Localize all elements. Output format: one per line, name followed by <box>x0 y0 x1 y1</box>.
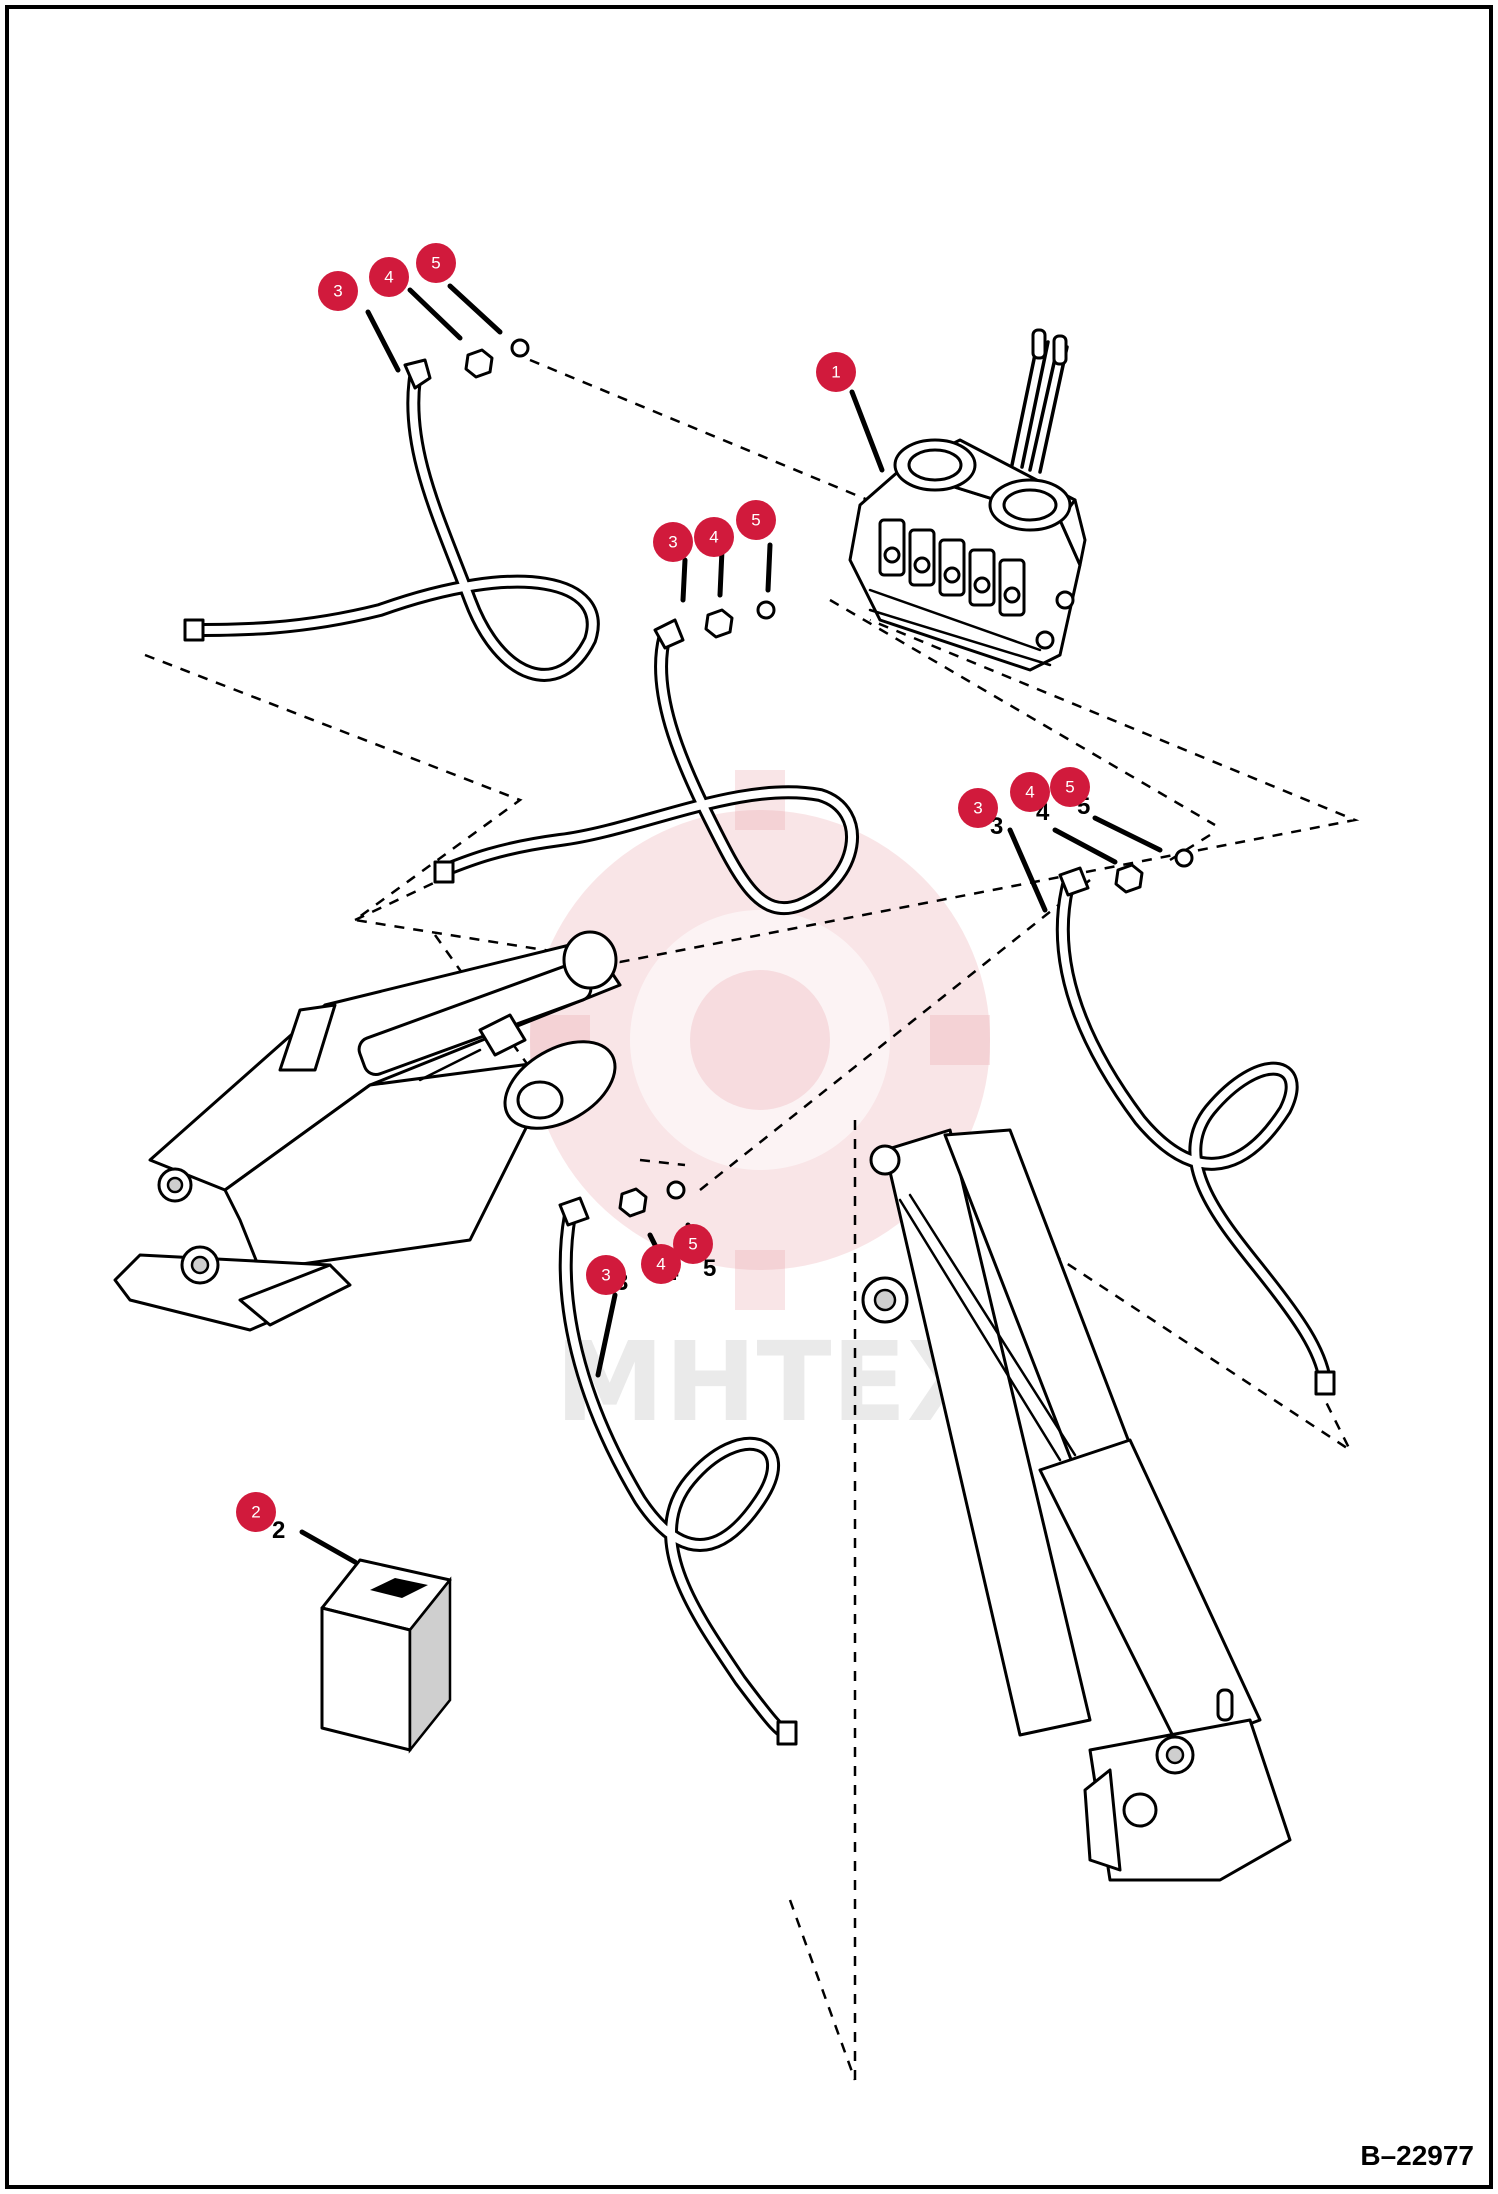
callout-4b: 4 <box>694 517 734 557</box>
svg-text:3: 3 <box>973 799 982 818</box>
hose-center <box>433 618 859 916</box>
svg-text:5: 5 <box>1065 778 1074 797</box>
hose-top-left <box>183 358 600 682</box>
callout-4d: 4 <box>641 1244 681 1284</box>
svg-text:4: 4 <box>1025 783 1034 802</box>
callout-5a: 5 <box>416 243 456 283</box>
svg-text:4: 4 <box>384 268 393 287</box>
watermark-text: MHTEX <box>555 1318 992 1446</box>
svg-text:5: 5 <box>751 511 760 530</box>
svg-text:3: 3 <box>668 533 677 552</box>
svg-text:5: 5 <box>703 1255 716 1282</box>
callouts: 1 2 3 4 5 3 4 5 3 4 5 3 4 5 <box>236 243 1090 1532</box>
hose-right <box>1055 866 1336 1396</box>
svg-text:4: 4 <box>656 1255 665 1274</box>
svg-text:2: 2 <box>272 1517 285 1544</box>
control-valve <box>848 328 1087 672</box>
callout-5c: 5 <box>1050 767 1090 807</box>
callout-4c: 4 <box>1010 772 1050 812</box>
callout-5b: 5 <box>736 500 776 540</box>
callout-3c: 3 <box>958 788 998 828</box>
svg-text:5: 5 <box>431 254 440 273</box>
fittings <box>464 338 1194 1218</box>
drawing-reference-number: B–22977 <box>1360 2140 1474 2171</box>
svg-text:1: 1 <box>831 363 840 382</box>
kit-box <box>299 1529 452 1754</box>
hose-lower-center <box>558 1196 798 1746</box>
svg-text:3: 3 <box>601 1266 610 1285</box>
callout-2: 2 <box>236 1492 276 1532</box>
callout-5d: 5 <box>673 1224 713 1264</box>
callout-3a: 3 <box>318 271 358 311</box>
routing-dashed-lines <box>144 358 1360 2081</box>
page-border <box>5 5 1493 2189</box>
svg-text:5: 5 <box>688 1235 697 1254</box>
right-boom-assembly <box>861 1128 1292 1882</box>
callout-3d: 3 <box>586 1255 626 1295</box>
watermark-logo: MHTEX <box>530 770 992 1446</box>
svg-text:3: 3 <box>333 282 342 301</box>
callout-1: 1 <box>816 352 856 392</box>
callout-4a: 4 <box>369 257 409 297</box>
svg-text:4: 4 <box>709 528 718 547</box>
svg-text:2: 2 <box>251 1503 260 1522</box>
left-boom-assembly <box>113 930 622 1332</box>
callout-3b: 3 <box>653 522 693 562</box>
